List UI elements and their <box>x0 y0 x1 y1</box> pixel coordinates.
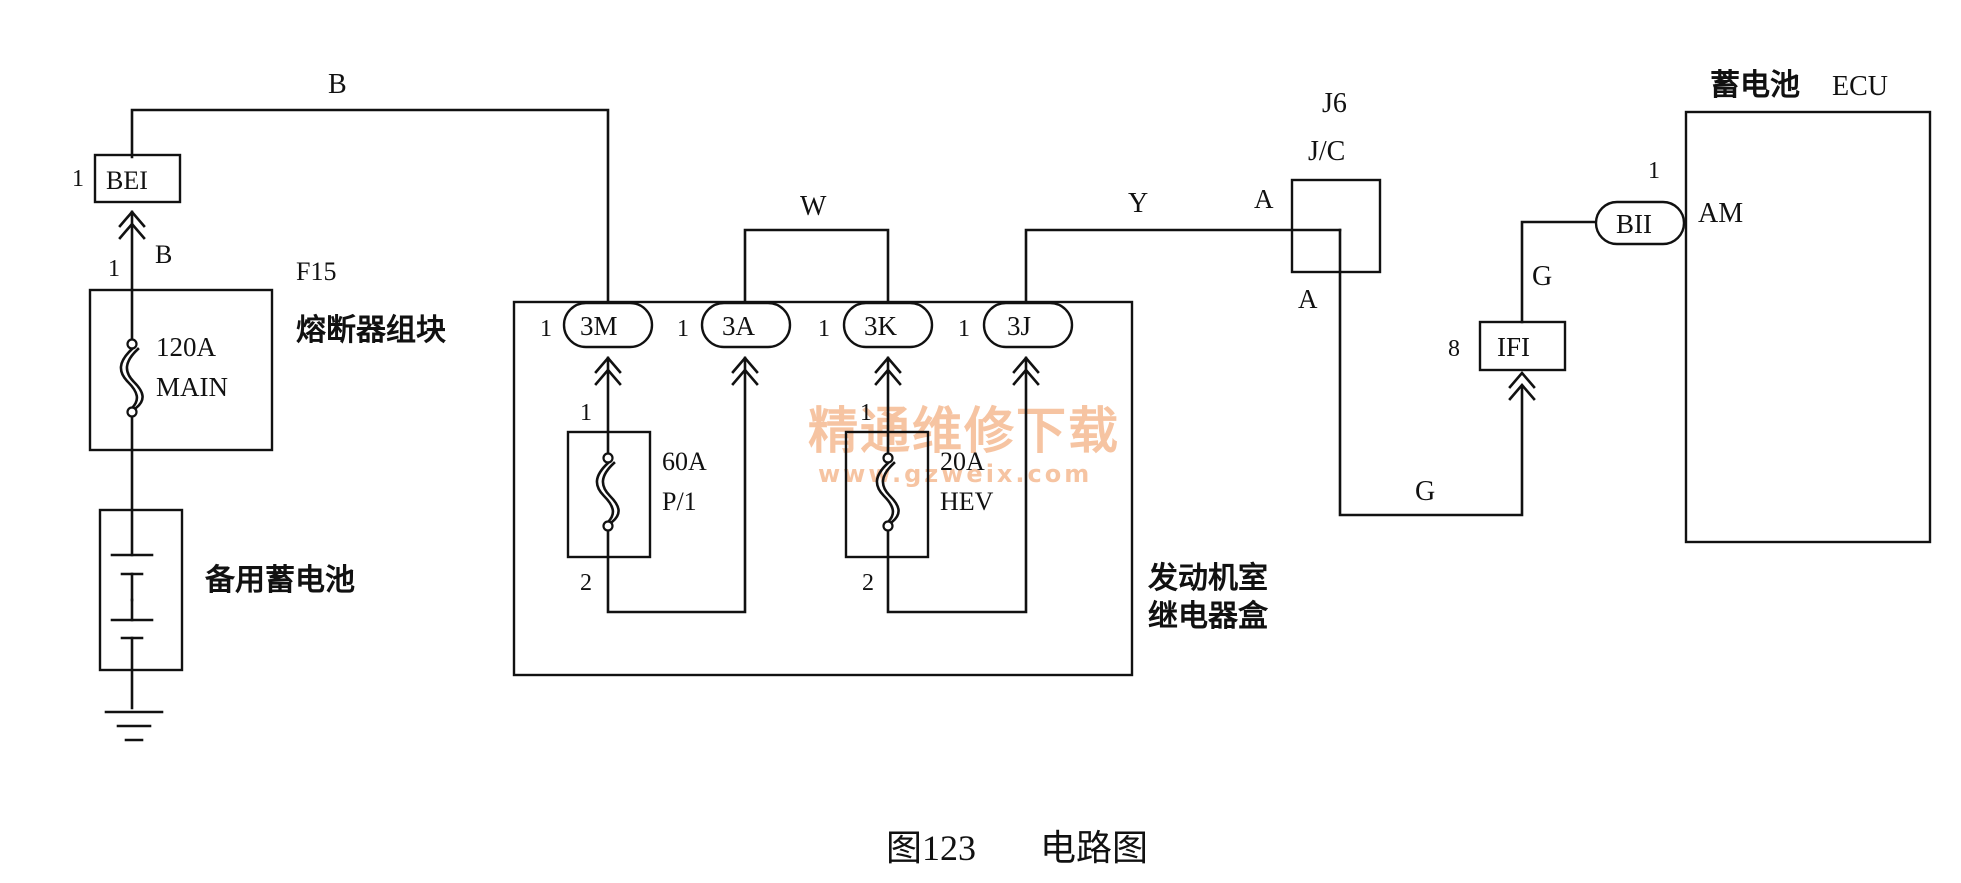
wire-b-lower-label: B <box>155 240 172 269</box>
junction-type: J/C <box>1308 136 1345 167</box>
ecu-connector-label: BII <box>1616 209 1652 239</box>
connector-3m-label: 3M <box>580 311 618 341</box>
bei-pin-below: 1 <box>108 256 120 282</box>
junction-id: J6 <box>1322 88 1347 119</box>
connector-3j: 3J 1 <box>958 301 1074 349</box>
fuse-block-name: 熔断器组块 <box>296 313 446 348</box>
connector-3k: 3K 1 <box>818 301 934 349</box>
connector-3a: 3A 1 <box>677 301 792 349</box>
junction-j6: J6 J/C A A G <box>1254 88 1524 517</box>
wire-b-top: B <box>130 69 610 302</box>
fuse-main-name: MAIN <box>156 372 228 402</box>
battery-ecu: 蓄电池 ECU BII 1 AM <box>1594 68 1932 544</box>
wire-y-label: Y <box>1128 188 1148 219</box>
fuse-hev-pin-bottom: 2 <box>862 570 874 596</box>
fuse-p1-name: P/1 <box>662 487 697 516</box>
fuse-hev-pin-top: 1 <box>860 400 872 426</box>
fuse-p1-rating: 60A <box>662 447 707 476</box>
connector-3k-label: 3K <box>864 311 898 341</box>
fuse-block-id: F15 <box>296 257 336 286</box>
backup-battery-label: 备用蓄电池 <box>205 563 355 598</box>
bei-label: BEI <box>106 166 148 195</box>
junction-pin-out: A <box>1298 284 1318 314</box>
wire-w-label: W <box>800 191 827 222</box>
fuse-main-rating: 120A <box>156 332 217 362</box>
bei-pin: 1 <box>72 166 84 192</box>
wire-g-bottom-label: G <box>1415 476 1435 507</box>
connector-3j-label: 3J <box>1007 311 1031 341</box>
figure-caption: 图123 电路图 <box>886 828 1148 868</box>
caption-title: 电路图 <box>1040 828 1148 868</box>
fuse-p1: 1 2 60A P/1 <box>566 356 747 614</box>
ecu-terminal-am: AM <box>1698 198 1743 229</box>
relay-box-name-2: 继电器盒 <box>1148 599 1269 634</box>
wire-g-right-label: G <box>1532 261 1552 292</box>
fuse-block-f15: F15 熔断器组块 120A MAIN <box>88 257 446 452</box>
fuse-p1-pin-top: 1 <box>580 400 592 426</box>
relay-box: 发动机室 继电器盒 W 3M 1 3A 1 3K 1 3J 1 <box>512 191 1269 677</box>
junction-pin-in: A <box>1254 184 1274 214</box>
fuse-p1-pin-bottom: 2 <box>580 570 592 596</box>
wire-y: Y <box>1024 188 1342 304</box>
connector-3m-pin: 1 <box>540 316 552 342</box>
ifi-connector: IFI 8 G <box>1448 220 1598 401</box>
connector-3k-pin: 1 <box>818 316 830 342</box>
relay-box-chevrons <box>594 356 1040 386</box>
caption-number: 图123 <box>886 828 976 868</box>
connector-3a-pin: 1 <box>677 316 689 342</box>
ecu-pin: 1 <box>1648 158 1660 184</box>
connector-3m: 3M 1 <box>540 301 654 349</box>
backup-battery: 备用蓄电池 <box>98 448 355 742</box>
ecu-title-en: ECU <box>1832 71 1888 102</box>
fuse-hev-name: HEV <box>940 487 994 516</box>
fuse-hev-rating: 20A <box>940 447 985 476</box>
ecu-title-cn: 蓄电池 <box>1710 68 1800 103</box>
wire-b-top-label: B <box>328 69 347 100</box>
watermark-url: www.gzweix.com <box>818 460 1092 488</box>
bei-connector: BEI 1 1 B <box>72 153 182 292</box>
connector-3j-pin: 1 <box>958 316 970 342</box>
ifi-pin: 8 <box>1448 336 1460 362</box>
ifi-label: IFI <box>1497 332 1530 362</box>
fuse-hev: 1 2 20A HEV <box>844 356 1028 614</box>
connector-3a-label: 3A <box>722 311 756 341</box>
relay-box-name-1: 发动机室 <box>1147 561 1268 596</box>
